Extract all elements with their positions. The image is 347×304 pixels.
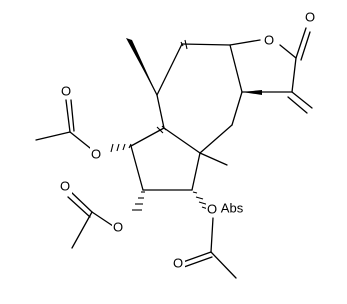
acetate-3-ester-oxygen-label: O: [206, 201, 219, 217]
lactone-carbonyl-bond-b: [300, 31, 311, 61]
acetate-group-3: [182, 217, 237, 279]
acetate-1-carbonyl-oxygen-label: O: [60, 83, 73, 99]
svg-text:O: O: [113, 220, 123, 235]
exocyclic-methylene-b: [287, 96, 308, 114]
acetate-2-ester-oxygen-label: O: [112, 219, 125, 235]
acetate-3-carbonyl-oxygen-label: O: [172, 255, 185, 271]
svg-text:O: O: [305, 10, 315, 25]
lactone-ring: [229, 27, 313, 114]
wedge-bond-ring-fusion: [242, 90, 262, 95]
acetate-group-1: [35, 99, 96, 153]
angular-methyl-bond: [199, 152, 228, 166]
svg-text:O: O: [173, 256, 183, 271]
ring-oxygen-label: O: [263, 32, 276, 48]
acetate-2-carbonyl-oxygen-label: O: [59, 178, 72, 194]
acetate-1-ester-oxygen-label: O: [90, 146, 103, 162]
seven-membered-ring: [156, 43, 243, 154]
svg-text:Abs: Abs: [221, 201, 244, 216]
acetate-group-2: [67, 191, 114, 249]
hashed-bond-ring-fusion-2: [156, 125, 167, 134]
hashed-bond-ring-fusion-1: [180, 39, 188, 50]
svg-text:O: O: [61, 84, 71, 99]
svg-text:O: O: [91, 147, 101, 162]
svg-text:O: O: [60, 179, 70, 194]
svg-text:O: O: [207, 202, 217, 217]
hashed-bond-acetate-2: [132, 191, 145, 211]
wedge-bond-methyl: [126, 38, 157, 95]
stereo-abbreviation-label: Abs: [219, 200, 245, 216]
hashed-bond-acetate-1: [110, 143, 132, 153]
lactone-carbonyl-oxygen-label: O: [304, 9, 317, 25]
cyclopentane-ring: [130, 127, 201, 191]
lactone-carbonyl-bond-a: [295, 27, 307, 59]
exocyclic-methylene-a: [291, 91, 313, 109]
svg-text:O: O: [264, 33, 274, 48]
